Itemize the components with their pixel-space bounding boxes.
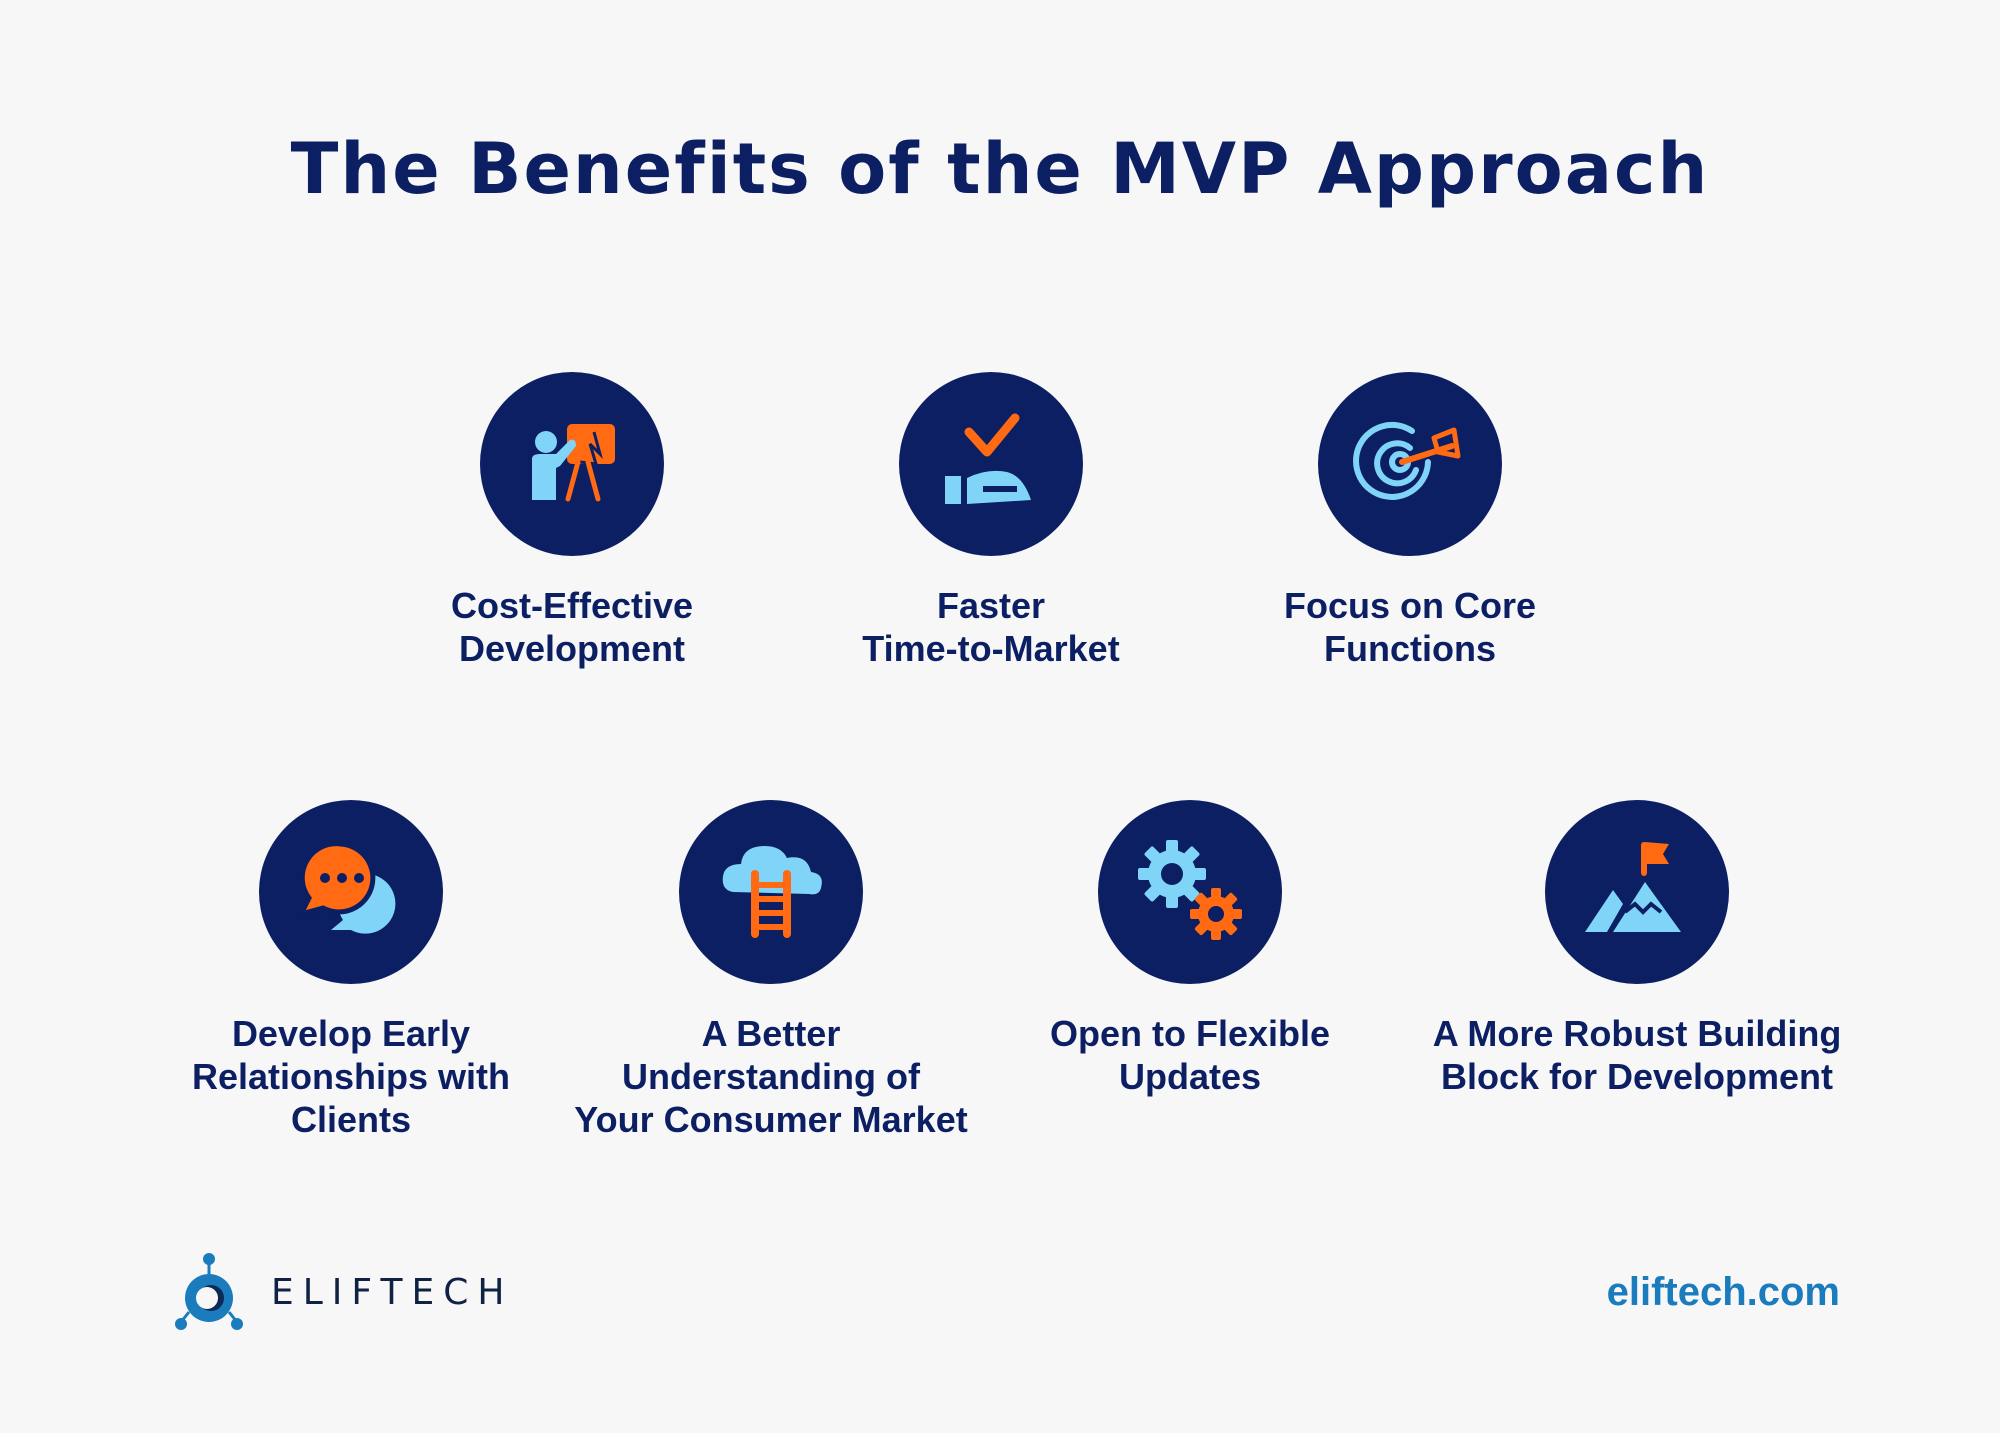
- benefit-label: Cost-Effective Development: [450, 585, 694, 669]
- icon-circle: [480, 372, 664, 556]
- icon-circle: [679, 800, 863, 984]
- benefit-flexible-updates: Open to Flexible Updates: [980, 800, 1400, 1098]
- website-link[interactable]: eliftech.com: [1606, 1270, 1840, 1314]
- benefit-label: Faster Time-to-Market: [862, 585, 1120, 669]
- eliftech-logo-icon: [175, 1253, 243, 1330]
- icon-circle: [899, 372, 1083, 556]
- icon-circle: [1098, 800, 1282, 984]
- cloud-ladder-icon: [722, 846, 822, 938]
- benefit-early-relationships: Develop Early Relationships with Clients: [141, 800, 561, 1141]
- benefit-cost-effective: Cost-Effective Development: [362, 372, 782, 670]
- benefit-label: Open to Flexible Updates: [1049, 1013, 1331, 1097]
- target-dart-icon: [1353, 421, 1461, 500]
- benefit-label: A More Robust Building Block for Develop…: [1432, 1013, 1842, 1097]
- benefit-label: A Better Understanding of Your Consumer …: [574, 1013, 968, 1140]
- benefit-label: Develop Early Relationships with Clients: [191, 1013, 511, 1140]
- mountain-flag-icon: [1585, 842, 1681, 932]
- gears-icon: [1138, 840, 1242, 940]
- brand-name: ELIFTECH: [271, 1271, 514, 1313]
- icon-circle: [259, 800, 443, 984]
- benefit-robust-building-block: A More Robust Building Block for Develop…: [1427, 800, 1847, 1098]
- presentation-chart-icon: [532, 424, 615, 502]
- eliftech-logo[interactable]: ELIFTECH: [175, 1252, 513, 1332]
- benefit-label: Focus on Core Functions: [1283, 585, 1537, 669]
- hand-checkmark-icon: [945, 413, 1031, 504]
- page-title: The Benefits of the MVP Approach: [290, 128, 1710, 210]
- icon-circle: [1545, 800, 1729, 984]
- icon-circle: [1318, 372, 1502, 556]
- benefit-faster-time-to-market: Faster Time-to-Market: [781, 372, 1201, 670]
- benefit-focus-on-core: Focus on Core Functions: [1200, 372, 1620, 670]
- benefit-consumer-market: A Better Understanding of Your Consumer …: [561, 800, 981, 1141]
- chat-bubbles-icon: [296, 841, 396, 934]
